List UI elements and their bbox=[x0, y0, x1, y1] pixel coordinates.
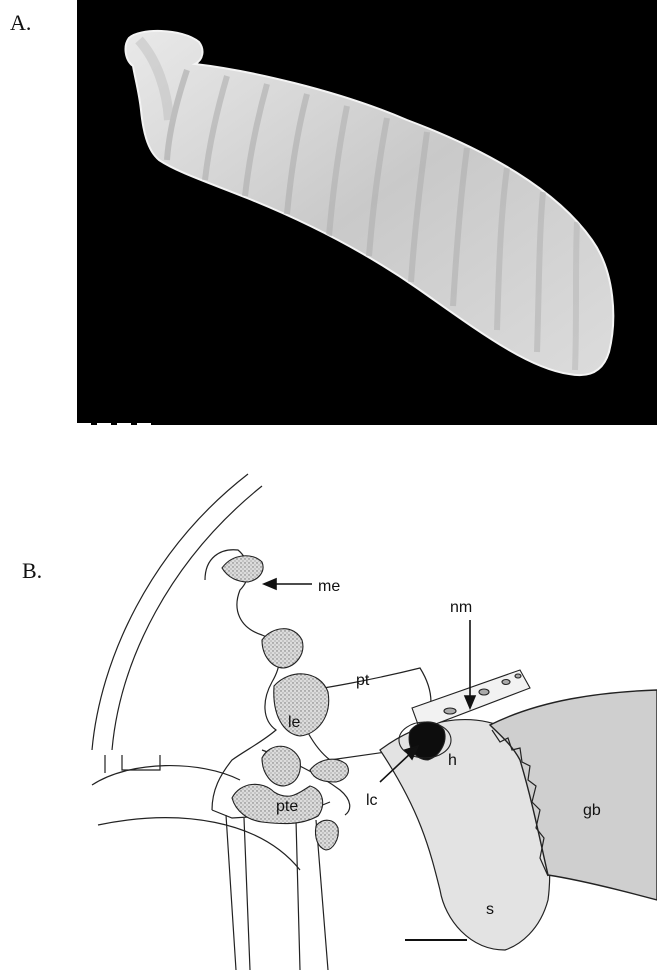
panel-a-letter: A. bbox=[10, 10, 31, 36]
label-gb: gb bbox=[583, 802, 601, 819]
label-s: s bbox=[486, 901, 494, 918]
label-h: h bbox=[448, 752, 457, 769]
specimen-photograph bbox=[77, 0, 657, 425]
label-me: me bbox=[318, 578, 340, 595]
label-le: le bbox=[288, 714, 301, 731]
label-lc: lc bbox=[366, 792, 378, 809]
label-pte: pte bbox=[276, 798, 298, 815]
label-pt: pt bbox=[356, 672, 370, 689]
anatomy-drawing: me nm pt le h gb pte lc s bbox=[0, 430, 657, 970]
label-nm: nm bbox=[450, 599, 472, 616]
